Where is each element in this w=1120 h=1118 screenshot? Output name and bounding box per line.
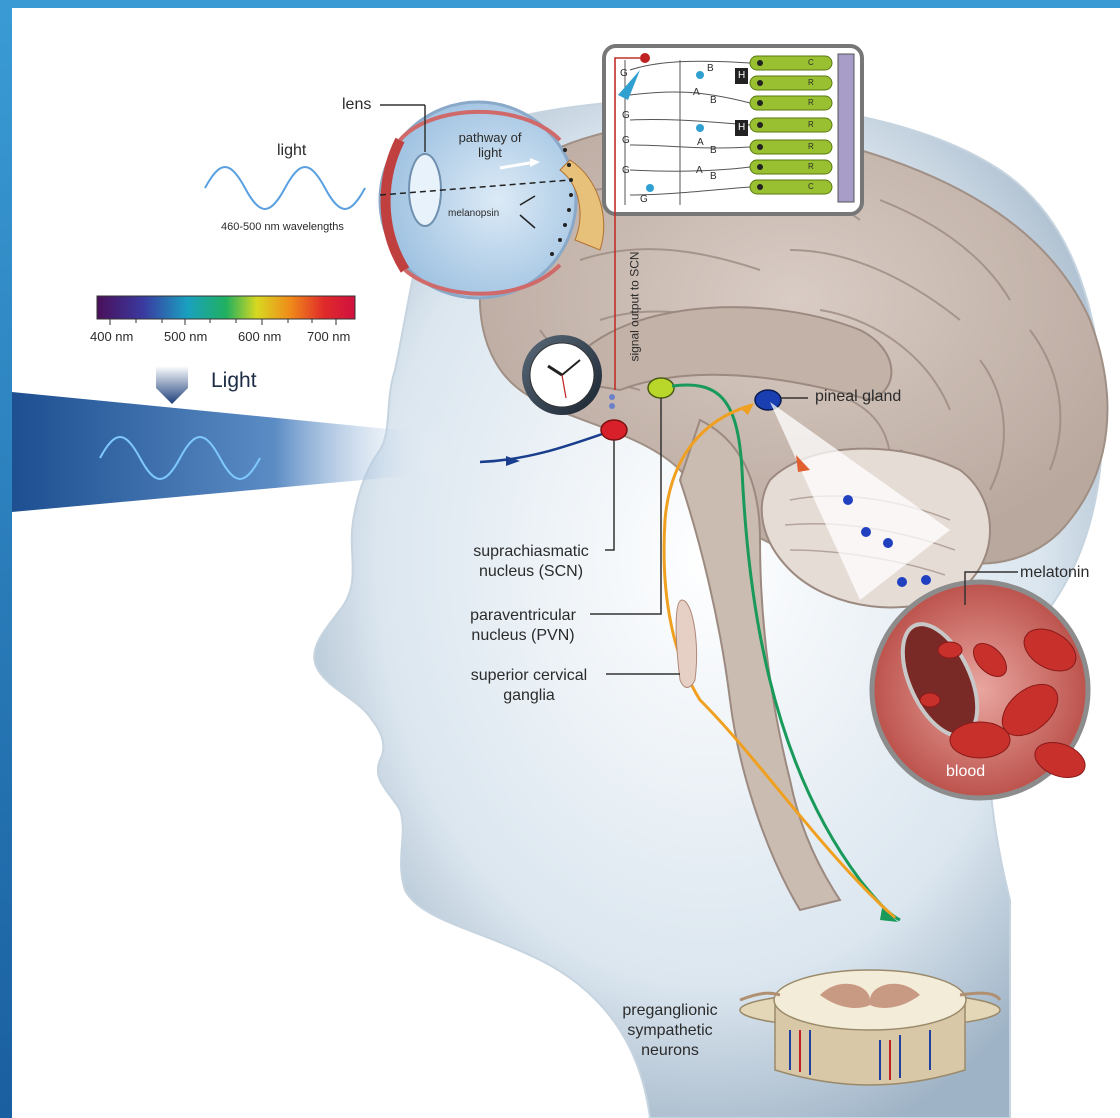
retina-g-1: G — [620, 68, 628, 80]
retina-b-3: B — [710, 145, 717, 157]
pineal-dot — [755, 390, 781, 410]
preganglionic-label: preganglionic sympathetic neurons — [614, 1001, 726, 1061]
scn-label: suprachiasmatic nucleus (SCN) — [456, 542, 606, 582]
light-wave-label: light — [277, 141, 306, 161]
blood-label: blood — [946, 762, 985, 782]
spectrum-tick-700: 700 nm — [307, 327, 350, 347]
retina-h-2: H — [738, 122, 745, 134]
spectrum-tick-600: 600 nm — [238, 327, 281, 347]
spectrum-bar — [97, 296, 355, 319]
wavelength-range-label: 460-500 nm wavelengths — [221, 221, 344, 234]
retina-r-1: R — [808, 77, 814, 89]
scn-dot — [601, 420, 627, 440]
pathway-of-light-label: pathway of light — [445, 130, 535, 160]
retina-g-5: G — [640, 194, 648, 206]
photoreceptor-cells — [750, 54, 854, 202]
spectrum-tick-500: 500 nm — [164, 327, 207, 347]
retina-g-3: G — [622, 135, 630, 147]
melanopsin-label: melanopsin — [448, 208, 499, 220]
lens-label: lens — [342, 95, 371, 115]
retina-r-4: R — [808, 141, 814, 153]
signal-output-label: signal output to SCN — [629, 232, 642, 382]
retina-a-2: A — [697, 137, 704, 149]
retina-b-2: B — [710, 95, 717, 107]
light-big-label: Light — [211, 369, 257, 393]
pvn-label: paraventricular nucleus (PVN) — [456, 606, 590, 646]
pvn-dot — [648, 378, 674, 398]
retina-c-2: C — [808, 181, 814, 193]
retina-r-5: R — [808, 161, 814, 173]
retina-c-1: C — [808, 57, 814, 69]
spectrum-tick-400: 400 nm — [90, 327, 133, 347]
clock — [522, 335, 602, 415]
scg-label: superior cervical ganglia — [454, 666, 604, 706]
retina-g-4: G — [622, 165, 630, 177]
pineal-label: pineal gland — [815, 387, 901, 407]
retina-r-2: R — [808, 97, 814, 109]
retina-r-3: R — [808, 119, 814, 131]
retina-b-1: B — [707, 63, 714, 75]
retina-b-4: B — [710, 171, 717, 183]
retina-h-1: H — [738, 70, 745, 82]
retina-a-3: A — [696, 165, 703, 177]
retina-inset — [604, 46, 862, 214]
retina-a-1: A — [693, 87, 700, 99]
melatonin-label: melatonin — [1020, 563, 1089, 583]
retina-g-2: G — [622, 110, 630, 122]
